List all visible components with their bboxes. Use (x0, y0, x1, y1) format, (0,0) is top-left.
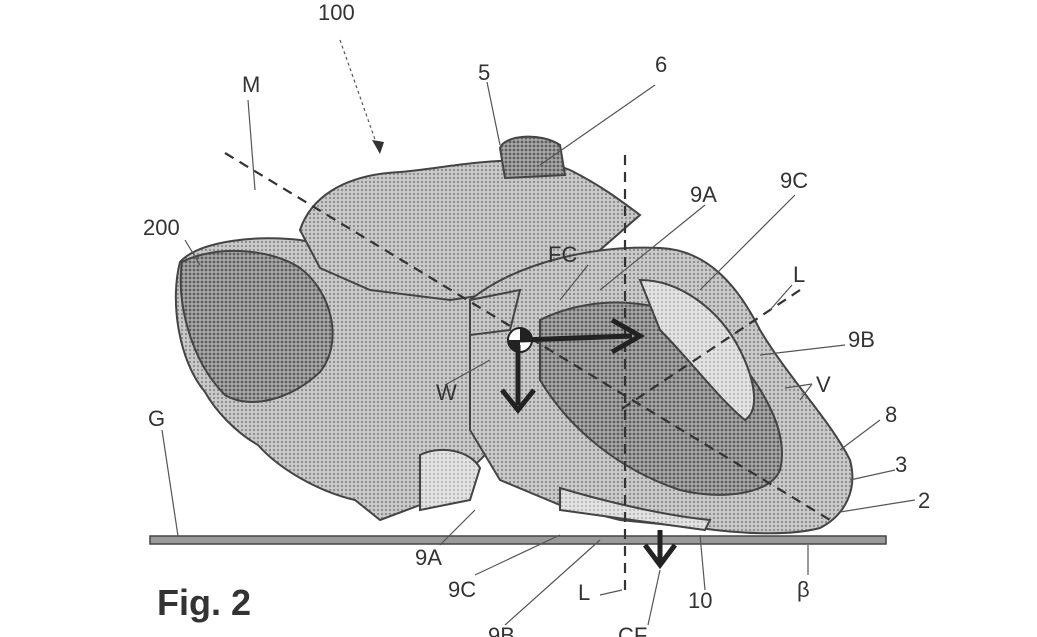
label-3: 3 (895, 452, 907, 477)
label-L-bottom: L (578, 580, 590, 605)
label-2: 2 (918, 488, 930, 513)
label-FC: FC (548, 242, 577, 267)
label-8: 8 (885, 402, 897, 427)
label-9B-right: 9B (848, 327, 875, 352)
label-M: M (242, 72, 260, 97)
label-100: 100 (318, 0, 355, 25)
label-10: 10 (688, 588, 712, 613)
label-CF: CF (618, 623, 647, 637)
label-9A-top: 9A (690, 182, 717, 207)
label-9C-bottom: 9C (448, 577, 476, 602)
label-6: 6 (655, 52, 667, 77)
label-V: V (816, 372, 831, 397)
ground-line (149, 535, 887, 545)
force-arrow-weight (500, 345, 536, 415)
label-9C-top: 9C (780, 168, 808, 193)
label-G: G (148, 406, 165, 431)
label-5: 5 (478, 60, 490, 85)
figure-title: Fig. 2 (157, 582, 251, 623)
leader-lines (161, 81, 916, 626)
label-L-right: L (793, 262, 805, 287)
force-arrow-CF (643, 530, 677, 570)
label-200: 200 (143, 215, 180, 240)
label-9A-bottom: 9A (415, 545, 442, 570)
force-arrow-horizontal (519, 317, 646, 355)
label-W: W (436, 380, 457, 405)
label-beta: β (797, 577, 810, 602)
motorcycle-body (469, 135, 854, 535)
arrow-100 (339, 39, 384, 154)
label-9B-bottom: 9B (488, 623, 515, 637)
